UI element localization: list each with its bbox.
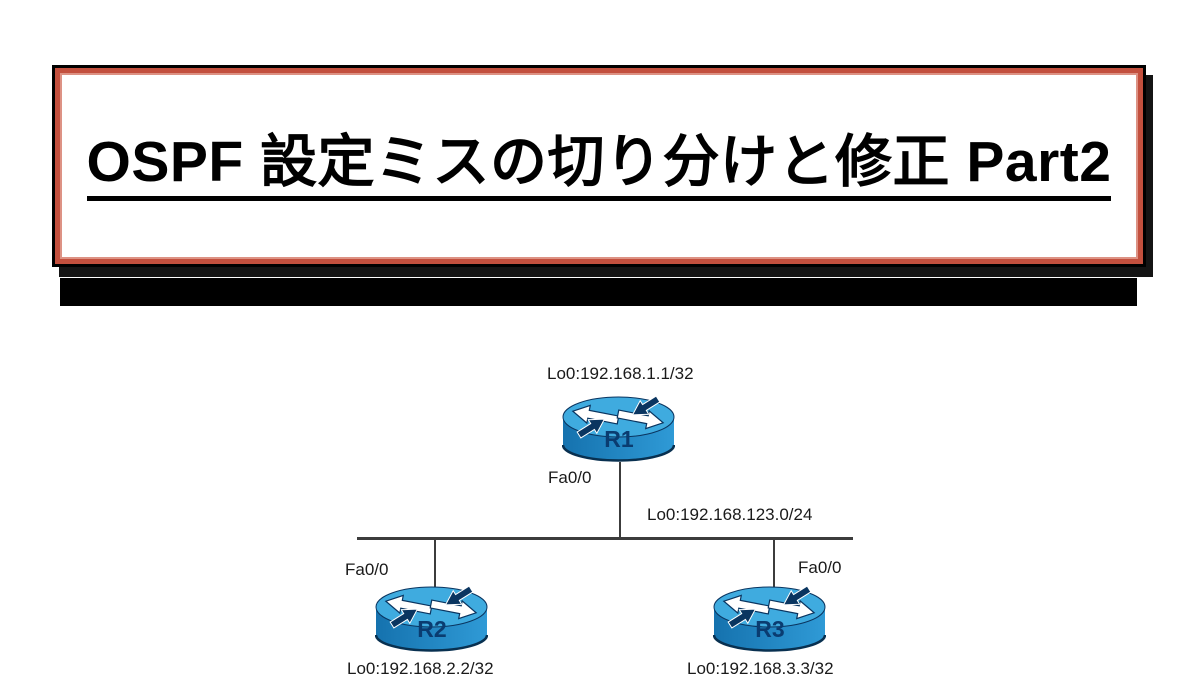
cisco-router-icon: R1 — [562, 395, 675, 462]
r2-loopback-label: Lo0:192.168.2.2/32 — [347, 659, 494, 678]
link-r2-to-bus — [434, 539, 436, 587]
r1-loopback-label: Lo0:192.168.1.1/32 — [547, 364, 694, 383]
cisco-router-icon: R2 — [375, 585, 488, 652]
divider-bar — [60, 278, 1137, 306]
r1-interface-label: Fa0/0 — [548, 468, 592, 487]
router-name: R1 — [604, 426, 634, 452]
router-name: R3 — [755, 616, 784, 642]
router-name: R2 — [417, 616, 446, 642]
link-r1-to-bus — [619, 462, 621, 538]
segment-label: Lo0:192.168.123.0/24 — [647, 505, 813, 524]
router-r3-icon: R3 — [713, 585, 826, 655]
page-title: OSPF 設定ミスの切り分けと修正 Part2 — [86, 130, 1112, 202]
router-r1-icon: R1 — [562, 395, 675, 465]
r2-interface-label: Fa0/0 — [345, 560, 389, 579]
r3-interface-label: Fa0/0 — [798, 558, 842, 577]
title-banner: OSPF 設定ミスの切り分けと修正 Part2 — [52, 65, 1146, 267]
ethernet-bus-line — [357, 537, 853, 540]
cisco-router-icon: R3 — [713, 585, 826, 652]
router-r2-icon: R2 — [375, 585, 488, 655]
title-banner-inner-border: OSPF 設定ミスの切り分けと修正 Part2 — [55, 68, 1143, 264]
r3-loopback-label: Lo0:192.168.3.3/32 — [687, 659, 834, 678]
link-r3-to-bus — [773, 539, 775, 587]
